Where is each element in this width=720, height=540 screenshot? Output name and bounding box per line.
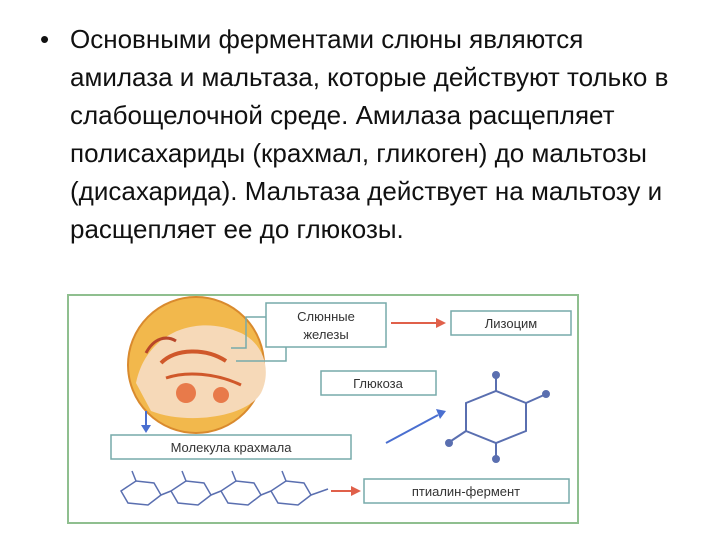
starch-chain	[119, 470, 329, 506]
salivary-glands-label-line1: Слюнные	[297, 309, 355, 324]
head-illustration	[127, 296, 266, 434]
starch-molecule-box	[110, 434, 352, 460]
starch-molecule-label: Молекула крахмала	[171, 440, 293, 455]
ptyalin-enzyme-label: птиалин-фермент	[412, 484, 520, 499]
bullet-dot: •	[40, 24, 50, 54]
salivary-glands-label-line2: железы	[303, 327, 348, 342]
glucose-label: Глюкоза	[353, 376, 404, 391]
glucose-box	[320, 370, 437, 396]
lysozyme-box	[450, 310, 572, 336]
bullet-text: Основными ферментами слюны являются амил…	[70, 24, 669, 244]
salivary-glands-box	[265, 302, 387, 348]
bullet-item: • Основными ферментами слюны являются ам…	[40, 20, 680, 248]
glucose-molecule	[445, 371, 550, 463]
ptyalin-enzyme-box	[363, 478, 570, 504]
saliva-enzymes-figure: Слюнные железы Лизоцим Глюкоза Молекула …	[67, 294, 579, 524]
lysozyme-label: Лизоцим	[485, 316, 538, 331]
